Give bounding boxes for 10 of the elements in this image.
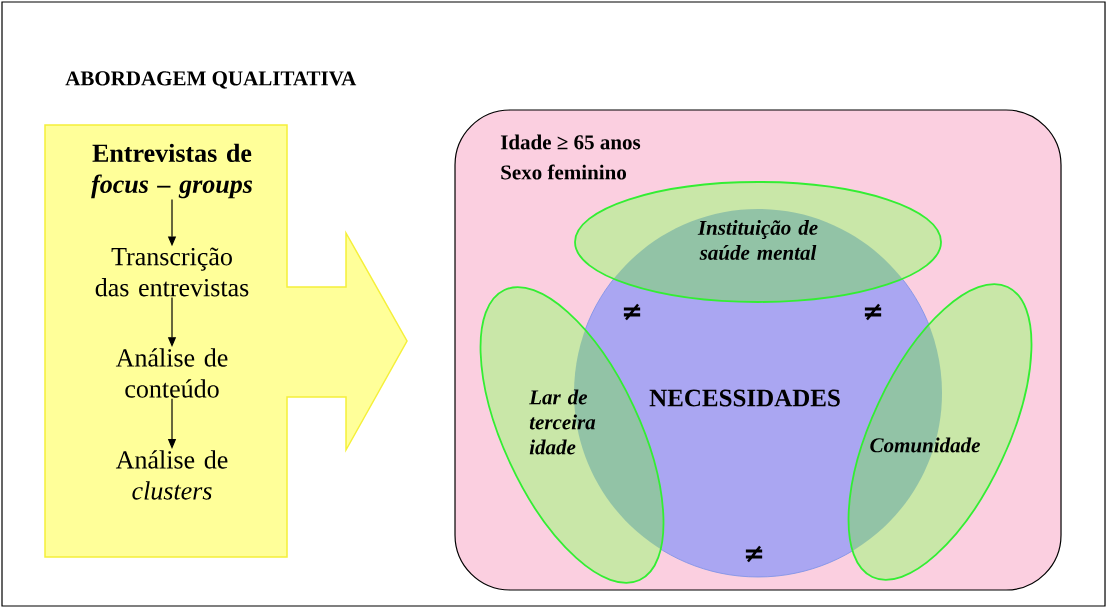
not-equal-sign: ≠ bbox=[745, 545, 763, 563]
not-equal-sign: ≠ bbox=[864, 303, 882, 321]
block-arrow bbox=[44, 124, 408, 558]
step-text: Análise de clusters bbox=[115, 450, 228, 500]
title: ABORDAGEM QUALITATIVA bbox=[65, 71, 357, 89]
step-text: Transcrição das entrevistas bbox=[95, 247, 249, 297]
not-equal-sign: ≠ bbox=[623, 303, 641, 321]
step-text: Análise de conteúdo bbox=[115, 348, 228, 398]
step-text: Entrevistas de focus – groups bbox=[91, 143, 253, 199]
node-label: idade bbox=[529, 439, 576, 455]
